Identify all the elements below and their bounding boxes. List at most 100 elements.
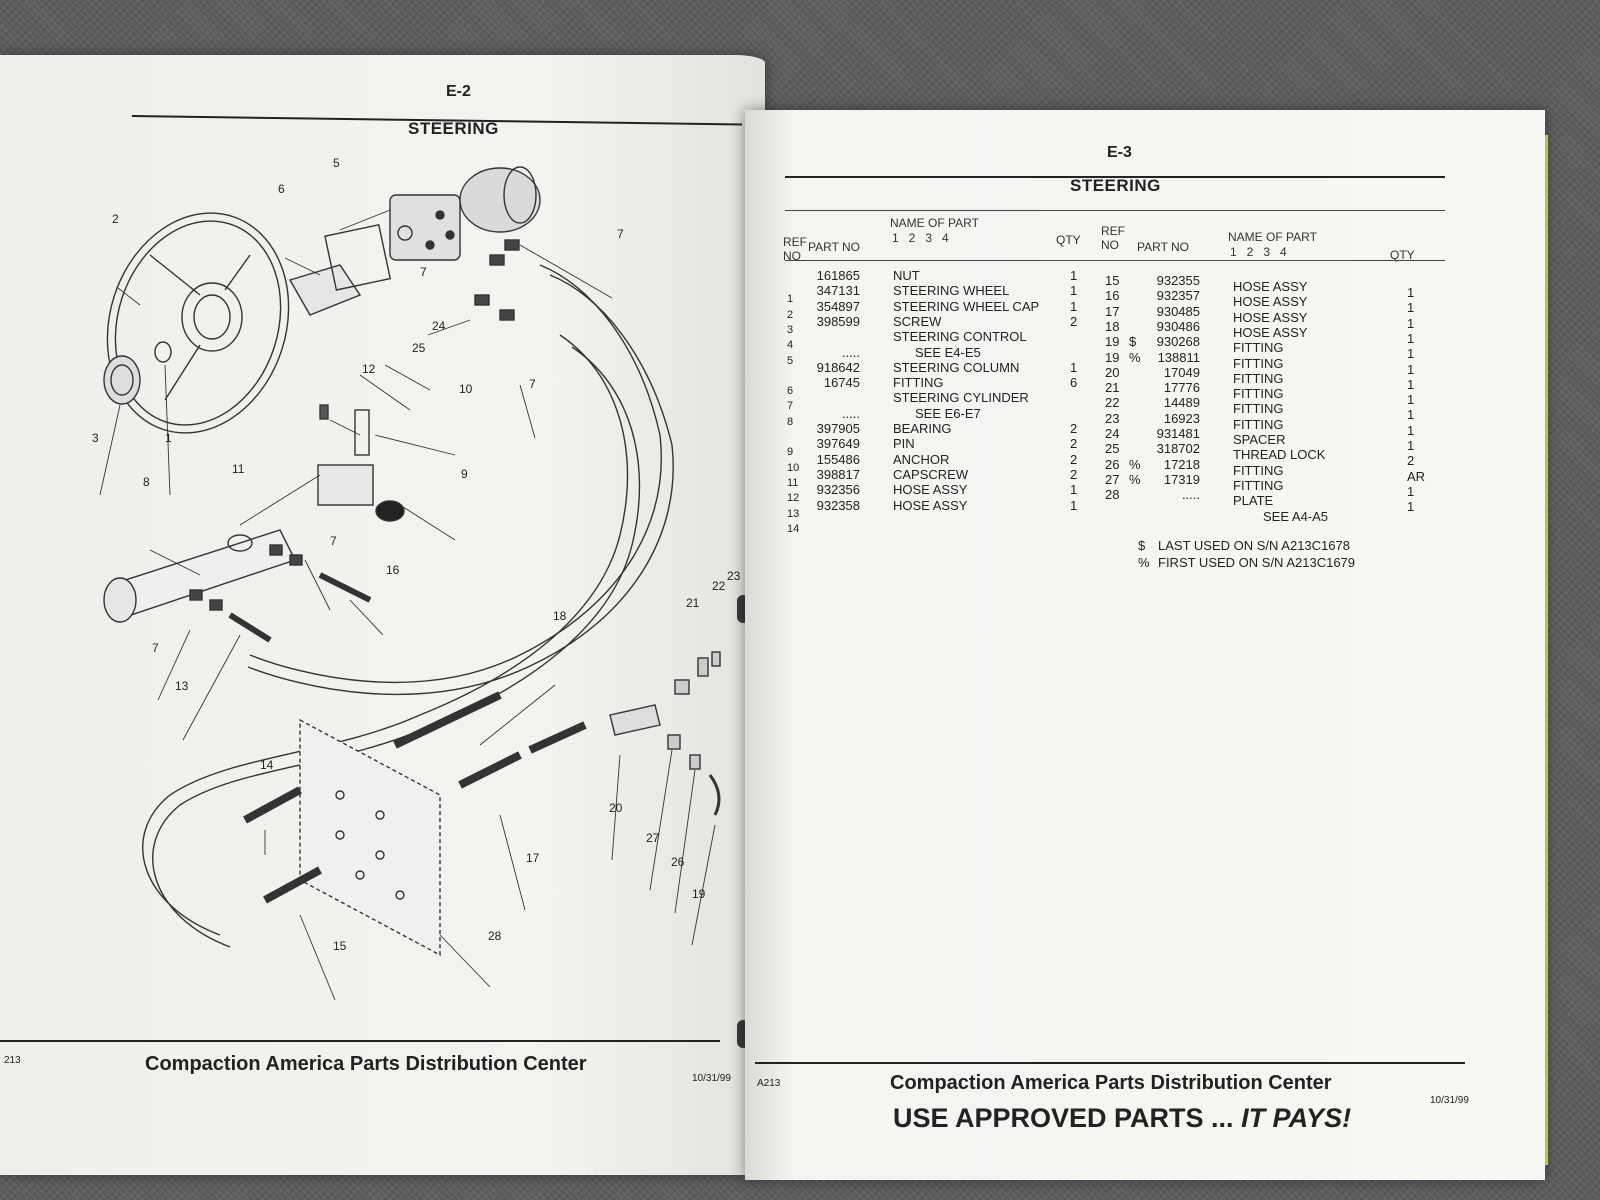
steering-exploded-diagram: 1235677777891011121314151617181920212223… — [92, 156, 741, 1001]
part-name: SPACER — [1233, 432, 1286, 447]
qty: 1 — [1407, 315, 1415, 331]
part-no: 930485 — [1156, 303, 1200, 319]
steering-cylinder — [109, 529, 296, 618]
part-name: STEERING CYLINDER — [893, 390, 1029, 406]
ref-no: 8 — [787, 415, 794, 428]
qty: 1 — [1407, 438, 1415, 453]
serial-mark: % — [1129, 456, 1141, 472]
hose-18 — [393, 691, 502, 749]
callout-3: 3 — [92, 431, 99, 445]
header-name-of-part: NAME OF PART — [1228, 230, 1317, 244]
qty: 1 — [1407, 330, 1415, 346]
callout-13: 13 — [175, 679, 189, 693]
steering-hub — [181, 282, 243, 352]
ref-no: 22 — [1105, 395, 1120, 411]
qty: 6 — [1070, 375, 1078, 391]
qty: 1 — [1070, 482, 1078, 498]
steering-wheel-outline — [106, 212, 290, 434]
qty: 1 — [1407, 407, 1415, 423]
qty: 2 — [1407, 453, 1415, 469]
callout-16: 16 — [386, 563, 400, 577]
ref-no: 18 — [1105, 318, 1120, 334]
part-no: ..... — [841, 344, 860, 360]
ref-no: 9 — [787, 446, 794, 459]
hose-2 — [142, 334, 629, 936]
part-no: ..... — [1181, 487, 1200, 503]
qty: 2 — [1070, 451, 1078, 467]
callout-21: 21 — [686, 596, 700, 610]
part-name: HOSE ASSY — [893, 482, 968, 498]
ref-no: 11 — [787, 476, 799, 489]
ref-no: 10 — [787, 461, 800, 474]
ref-no: 5 — [787, 354, 794, 367]
callout-18: 18 — [553, 609, 567, 623]
qty: 1 — [1407, 422, 1415, 438]
qty: 2 — [1070, 466, 1078, 482]
callout-labels: 1235677777891011121314151617181920212223… — [92, 156, 741, 953]
callout-7: 7 — [152, 641, 159, 655]
header-name-of-part: NAME OF PART — [890, 216, 979, 230]
part-name: FITTING — [1233, 462, 1284, 478]
part-name: FITTING — [1233, 370, 1284, 386]
ref-no: 6 — [787, 385, 794, 398]
qty: 1 — [1070, 497, 1078, 513]
ref-no: 4 — [787, 339, 794, 352]
callout-8: 8 — [143, 475, 150, 489]
qty: 2 — [1070, 313, 1078, 329]
part-name: PIN — [893, 436, 915, 452]
part-no: 318702 — [1156, 441, 1200, 457]
footer-distribution-center: Compaction America Parts Distribution Ce… — [890, 1072, 1332, 1094]
ref-no: 28 — [1105, 487, 1120, 503]
callout-24: 24 — [432, 319, 446, 333]
part-name: STEERING WHEEL — [893, 283, 1010, 299]
part-no: 155486 — [816, 451, 860, 467]
ref-no: 19 — [1105, 334, 1120, 350]
callout-2: 2 — [112, 212, 119, 226]
footer-model: 213 — [4, 1055, 21, 1066]
callout-1: 1 — [165, 431, 172, 445]
part-name: ANCHOR — [893, 451, 950, 467]
note-symbol: $ — [1138, 538, 1146, 553]
callout-14: 14 — [260, 758, 274, 772]
part-name: NUT — [893, 268, 920, 283]
qty: 1 — [1407, 376, 1415, 392]
callout-25: 25 — [412, 341, 426, 355]
hose-15 — [263, 866, 322, 904]
ref-no: 7 — [787, 400, 794, 413]
control-fittings — [474, 239, 520, 321]
part-no: 932356 — [816, 482, 860, 498]
callout-27: 27 — [646, 831, 660, 845]
part-name: HOSE ASSY — [893, 497, 968, 513]
callout-10: 10 — [459, 382, 473, 396]
header-no: NO — [783, 249, 801, 263]
callout-20: 20 — [609, 801, 623, 815]
part-name: STEERING CONTROL — [893, 329, 1027, 345]
page-number: E-3 — [1107, 144, 1132, 161]
part-no: 138811 — [1157, 349, 1200, 365]
callout-22: 22 — [712, 579, 726, 593]
slogan-it-pays: IT PAYS! — [1241, 1103, 1352, 1133]
part-no: 354897 — [816, 298, 860, 314]
part-name: SCREW — [893, 313, 942, 329]
header-ref: REF — [1101, 224, 1125, 238]
ref-no: 1 — [787, 293, 794, 306]
ref-no: 27 — [1105, 471, 1120, 487]
part-no: 932355 — [1156, 273, 1200, 288]
part-no: 918642 — [816, 359, 860, 375]
nut — [154, 341, 172, 363]
ref-no: 15 — [1105, 273, 1120, 288]
footer-rule — [755, 1062, 1465, 1064]
ref-no: 16 — [1105, 288, 1120, 304]
header-indent-levels: 1 2 3 4 — [1230, 245, 1287, 259]
callout-15: 15 — [333, 939, 347, 953]
part-name: THREAD LOCK — [1233, 447, 1326, 463]
part-name: SEE E6-E7 — [915, 405, 981, 421]
part-no: 347131 — [816, 283, 860, 299]
part-name: HOSE ASSY — [1233, 279, 1308, 294]
bearing — [375, 500, 405, 522]
slogan-approved-parts: USE APPROVED PARTS ... — [893, 1103, 1242, 1133]
ref-no: 25 — [1105, 441, 1120, 457]
left-page-diagram: E-2 STEERING — [0, 55, 765, 1175]
header-part-no: PART NO — [808, 240, 861, 254]
part-name: BEARING — [893, 421, 952, 436]
